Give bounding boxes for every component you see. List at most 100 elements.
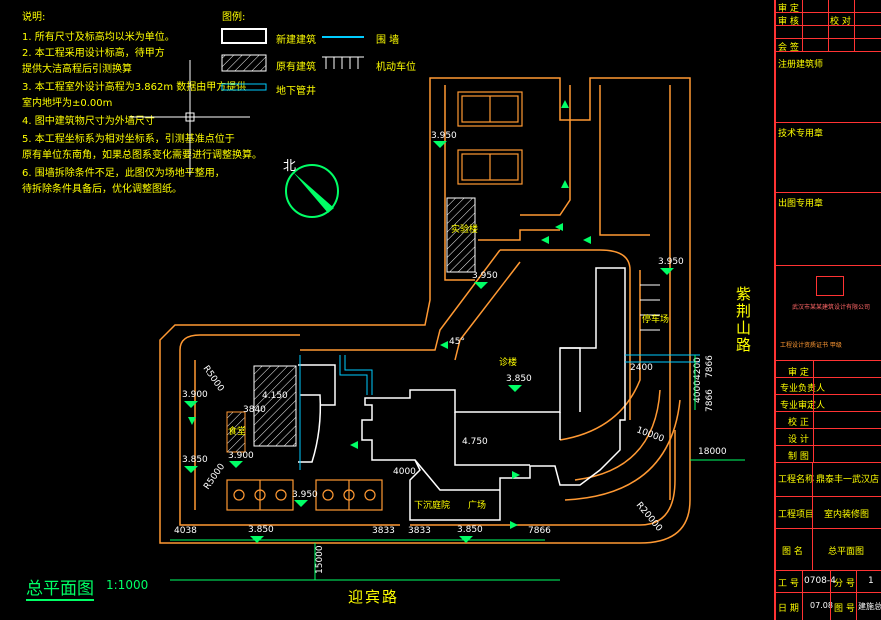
svg-text:7866: 7866 [705,355,715,378]
svg-text:3.950: 3.950 [472,271,498,281]
svg-text:15000: 15000 [315,545,325,574]
svg-text:3.850: 3.850 [248,525,274,535]
tb-top-0: 审 定 [778,4,799,14]
north-arrow-icon [285,164,339,218]
svg-text:3.850: 3.850 [182,455,208,465]
site-boundary [159,77,691,544]
note-line-4: 室内地坪为±0.00m [22,98,113,109]
tb-top-1: 审 核 [778,17,799,27]
title-block: 审 定 审 核 校 对 会 签 注册建筑师 技术专用章 出图专用章 武汉市某某建… [774,0,881,620]
note-line-7: 原有单位东南角，如果总图系变化需要进行调整换算。 [22,150,262,161]
legend-new-building: 新建建筑 [276,35,316,46]
svg-text:4000: 4000 [693,380,703,403]
svg-text:7866: 7866 [705,389,715,412]
svg-text:3.950: 3.950 [292,490,318,500]
tb-drawing-name-label: 图 名 [782,547,803,557]
underground-pipes [299,354,700,470]
svg-text:10000: 10000 [635,425,666,444]
tb-project-item-label: 工程项目 [778,510,815,520]
legend-underground: 地下管井 [276,86,316,97]
road-east-label: 紫荆山路 [734,286,752,354]
note-line-8: 6. 围墙拆除条件不足，此图仅为场地平整用， [22,168,225,179]
legend-existing-symbol [221,54,267,72]
svg-text:3.850: 3.850 [506,374,532,384]
svg-text:4.750: 4.750 [462,437,488,447]
tb-project-item: 室内装修图 [824,510,870,520]
note-line-9: 待拆除条件具备后，优化调整图纸。 [22,184,182,195]
drawing-scale: 1:1000 [106,578,149,592]
existing-buildings [226,197,476,453]
parking-slots [640,284,660,331]
note-line-2: 提供大洁高程后引测换算 [22,64,132,75]
tb-top-2: 校 对 [830,17,851,27]
tb-role-2: 专业审定人 [780,401,826,411]
svg-text:4000: 4000 [393,467,416,477]
tb-project-name: 鼎泰丰一武汉店 [816,475,880,485]
crosshair-cursor [130,60,250,175]
svg-text:4200: 4200 [693,357,703,380]
note-line-3: 3. 本工程室外设计高程为3.862m 数据由甲方提供 [22,82,247,93]
tb-job-no-label: 工 号 [778,579,799,589]
dimension-lines [170,355,745,581]
road-south-label: 迎宾路 [348,588,400,606]
tb-publish-seal: 出图专用章 [778,199,824,209]
legend-parking: 机动车位 [376,62,416,73]
note-line-6: 5. 本工程坐标系为相对坐标系，引测基准点位于 [22,134,235,145]
tb-top-3: 会 签 [778,43,799,53]
tb-role-0: 审 定 [788,368,809,378]
svg-text:3840: 3840 [243,405,266,415]
legend-wall: 围 墙 [376,35,400,46]
svg-text:停车场: 停车场 [642,313,669,325]
svg-text:下沉庭院: 下沉庭院 [414,499,450,511]
svg-text:R20000: R20000 [634,501,664,534]
tb-company: 武汉市某某建筑设计有限公司 [791,304,870,311]
svg-text:诊楼: 诊楼 [499,356,517,368]
note-line-5: 4. 图中建筑物尺寸为外墙尺寸 [22,116,155,127]
note-line-1: 2. 本工程采用设计标高，待甲方 [22,48,165,59]
svg-text:7866: 7866 [528,526,551,536]
legend-underground-symbol [221,83,267,91]
company-logo [816,276,844,296]
svg-text:3.950: 3.950 [431,131,457,141]
svg-text:4038: 4038 [174,526,197,536]
tb-drawing-name: 总平面图 [828,547,865,557]
svg-text:4.150: 4.150 [262,391,288,401]
svg-text:45°: 45° [449,337,465,347]
tb-registered-arch: 注册建筑师 [778,60,824,70]
tb-date-label: 日 期 [778,604,799,614]
svg-text:3833: 3833 [408,526,431,536]
svg-text:3.900: 3.900 [182,390,208,400]
note-line-0: 1. 所有尺寸及标高均以米为单位。 [22,32,175,43]
svg-text:2400: 2400 [630,363,653,373]
legend-new-building-symbol [221,28,267,44]
new-main-building [298,267,626,521]
sports-courts [226,91,523,511]
svg-text:广场: 广场 [468,499,486,511]
svg-text:R5000: R5000 [202,462,227,492]
tb-role-1: 专业负责人 [780,384,826,394]
tb-role-3: 校 正 [788,418,809,428]
tb-project-name-label: 工程名称 [778,475,815,485]
svg-text:3.900: 3.900 [228,451,254,461]
tb-drawing-no-label: 图 号 [834,604,855,614]
north-label: 北 [283,159,296,174]
tb-sheet-label: 分 号 [834,579,855,589]
legend-heading: 图例: [222,12,246,23]
tb-date: 07.08 [810,601,833,610]
notes-heading: 说明: [22,12,46,23]
svg-text:3.850: 3.850 [457,525,483,535]
building-labels: 实验楼 诊楼 停车场 下沉庭院 广场 食堂 [228,223,669,511]
tb-drawing-no: 建施总 [858,602,881,611]
drawing-title: 总平面图 [26,574,94,601]
tb-cert: 工程设计资质证书 甲级 [780,342,842,349]
tb-sheet-no: 1 [868,576,874,586]
tb-role-4: 设 计 [788,435,809,445]
svg-text:3.950: 3.950 [658,257,684,267]
svg-text:3833: 3833 [372,526,395,536]
legend-parking-symbol [322,56,364,69]
legend-existing-building: 原有建筑 [276,62,316,73]
tb-job-no: 0708-4 [804,576,836,586]
svg-text:食堂: 食堂 [228,425,246,437]
svg-text:18000: 18000 [698,447,727,457]
